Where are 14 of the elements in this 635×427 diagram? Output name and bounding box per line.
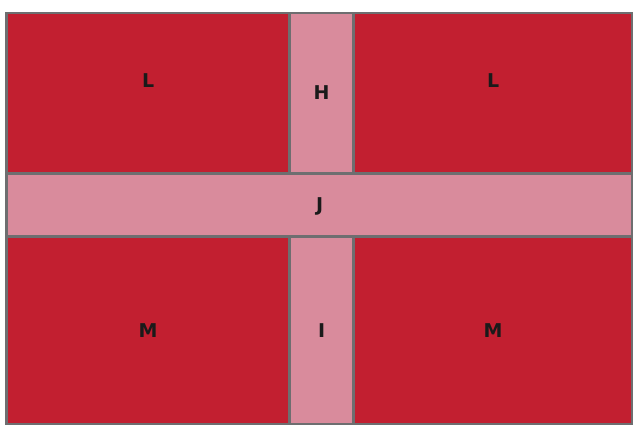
- piece-letter: J: [316, 194, 324, 216]
- sashing-strip: [291, 14, 352, 172]
- fabric-square: [8, 14, 288, 172]
- piece-letter: I: [318, 320, 326, 342]
- piece-letter: H: [314, 82, 330, 104]
- piece-letter: M: [484, 320, 502, 342]
- sashing-strip: [8, 175, 631, 235]
- piece-letter: L: [142, 70, 154, 92]
- sashing-strip: [291, 238, 352, 423]
- fabric-square: [8, 238, 288, 423]
- fabric-square: [355, 238, 631, 423]
- fabric-square: [355, 14, 631, 172]
- piece-letter: L: [486, 70, 500, 92]
- piece-letter: M: [138, 320, 158, 342]
